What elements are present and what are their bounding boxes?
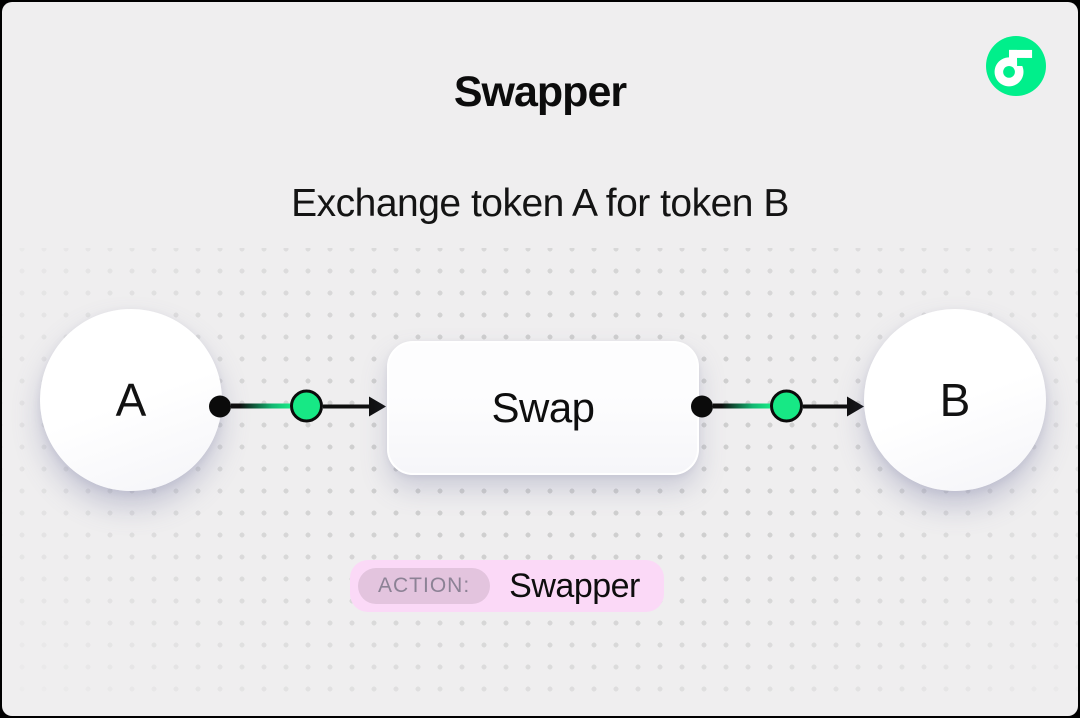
- action-badge-label: ACTION:: [358, 568, 491, 604]
- node-a-label: A: [115, 374, 147, 426]
- connector-line: [231, 403, 290, 409]
- flow-logo-icon: [986, 36, 1046, 96]
- arrowhead-icon: [847, 396, 864, 416]
- connection-dot-icon: [691, 395, 713, 417]
- action-badge-value: Swapper: [509, 566, 640, 605]
- connector-line: [803, 404, 847, 408]
- connection-dot-icon: [209, 395, 231, 417]
- arrowhead-icon: [369, 396, 386, 416]
- connector-line: [323, 404, 369, 408]
- swap-process-box: Swap: [387, 341, 699, 475]
- action-badge: ACTION: Swapper: [350, 560, 664, 612]
- page-subtitle: Exchange token A for token B: [291, 182, 789, 225]
- connector-a-to-swap: [209, 389, 386, 423]
- connector-line: [713, 403, 770, 409]
- node-b-label: B: [939, 374, 971, 426]
- swap-box-label: Swap: [491, 384, 595, 431]
- green-port-icon: [770, 389, 803, 423]
- connector-swap-to-b: [691, 389, 864, 423]
- green-port-icon: [290, 389, 323, 423]
- page-title: Swapper: [453, 68, 627, 116]
- node-token-b: B: [864, 309, 1046, 491]
- node-token-a: A: [40, 309, 222, 491]
